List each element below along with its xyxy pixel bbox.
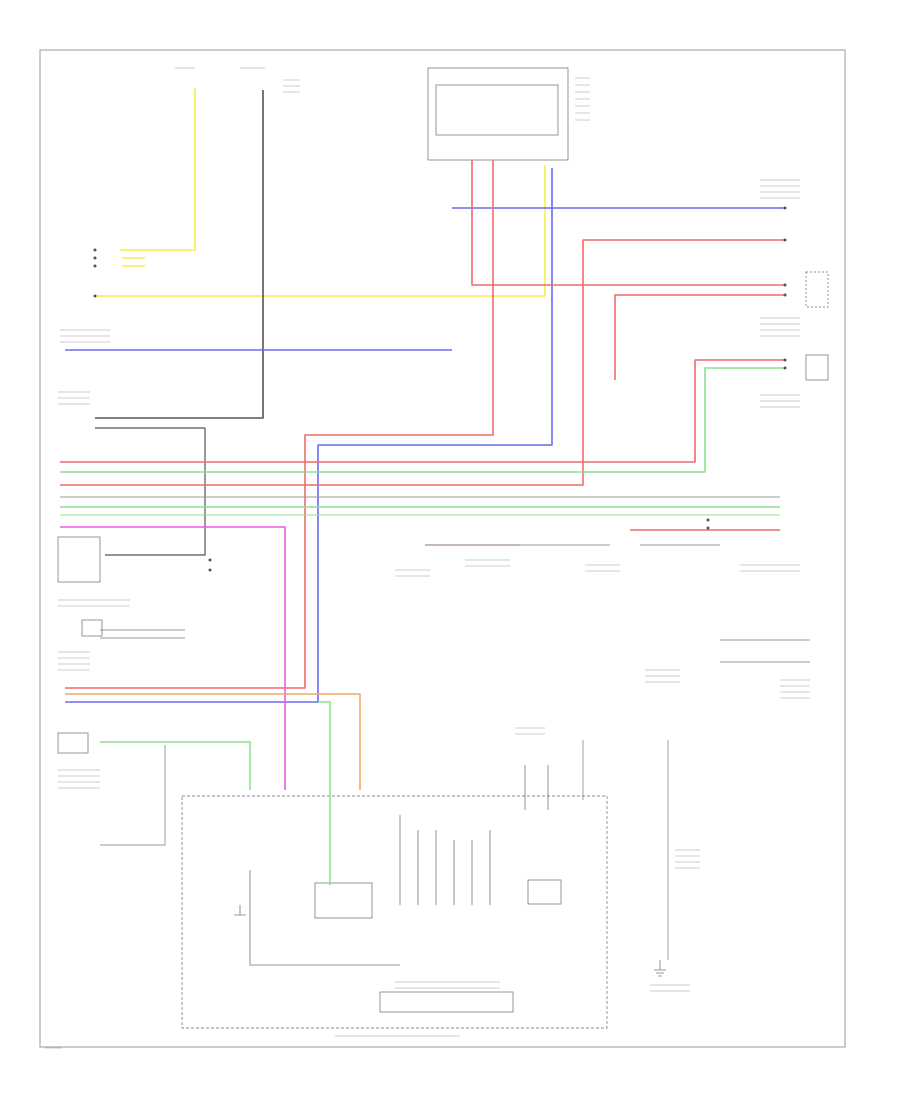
- meter-module-b: [527, 879, 562, 905]
- right-connector-top: [805, 271, 829, 308]
- wire-blue-main: [65, 168, 553, 703]
- wire-black-main: [95, 90, 264, 419]
- right-connector-mid: [805, 354, 829, 381]
- top-switch-box: [427, 67, 569, 161]
- bottom-left-connector: [57, 732, 89, 754]
- wire-green-right: [60, 367, 785, 473]
- wire-red-top-a: [471, 160, 785, 286]
- wire-green-bottom: [100, 741, 251, 790]
- wire-red-top-b: [65, 160, 494, 689]
- wire-red-right-a: [60, 239, 785, 486]
- wire-yellow-main: [95, 165, 546, 297]
- wire-red-right-b: [614, 294, 785, 380]
- ground-symbols: [234, 905, 666, 977]
- wires: [60, 88, 810, 960]
- combination-meter-frame: [181, 795, 608, 1029]
- label-marks: [45, 67, 810, 1049]
- left-connector-module: [57, 536, 101, 583]
- bottom-connector-strip: [379, 991, 514, 1013]
- wire-black-branch: [95, 427, 206, 556]
- diagram-border: [39, 49, 846, 1048]
- components: [57, 67, 829, 1029]
- wire-orange: [65, 693, 361, 790]
- wire-magenta: [60, 526, 286, 790]
- wire-yellow-top: [120, 88, 196, 267]
- wire-thin-f: [100, 745, 166, 846]
- terminal-dots: [93, 206, 787, 572]
- wire-thin-b: [720, 639, 810, 663]
- top-switch-inner: [435, 84, 559, 136]
- meter-internals: [249, 765, 549, 966]
- wire-green-main: [318, 701, 331, 885]
- wire-thin-c: [100, 629, 185, 639]
- left-small-module: [81, 619, 103, 637]
- wire-red-right-c: [60, 359, 785, 463]
- meter-module-a: [314, 882, 373, 919]
